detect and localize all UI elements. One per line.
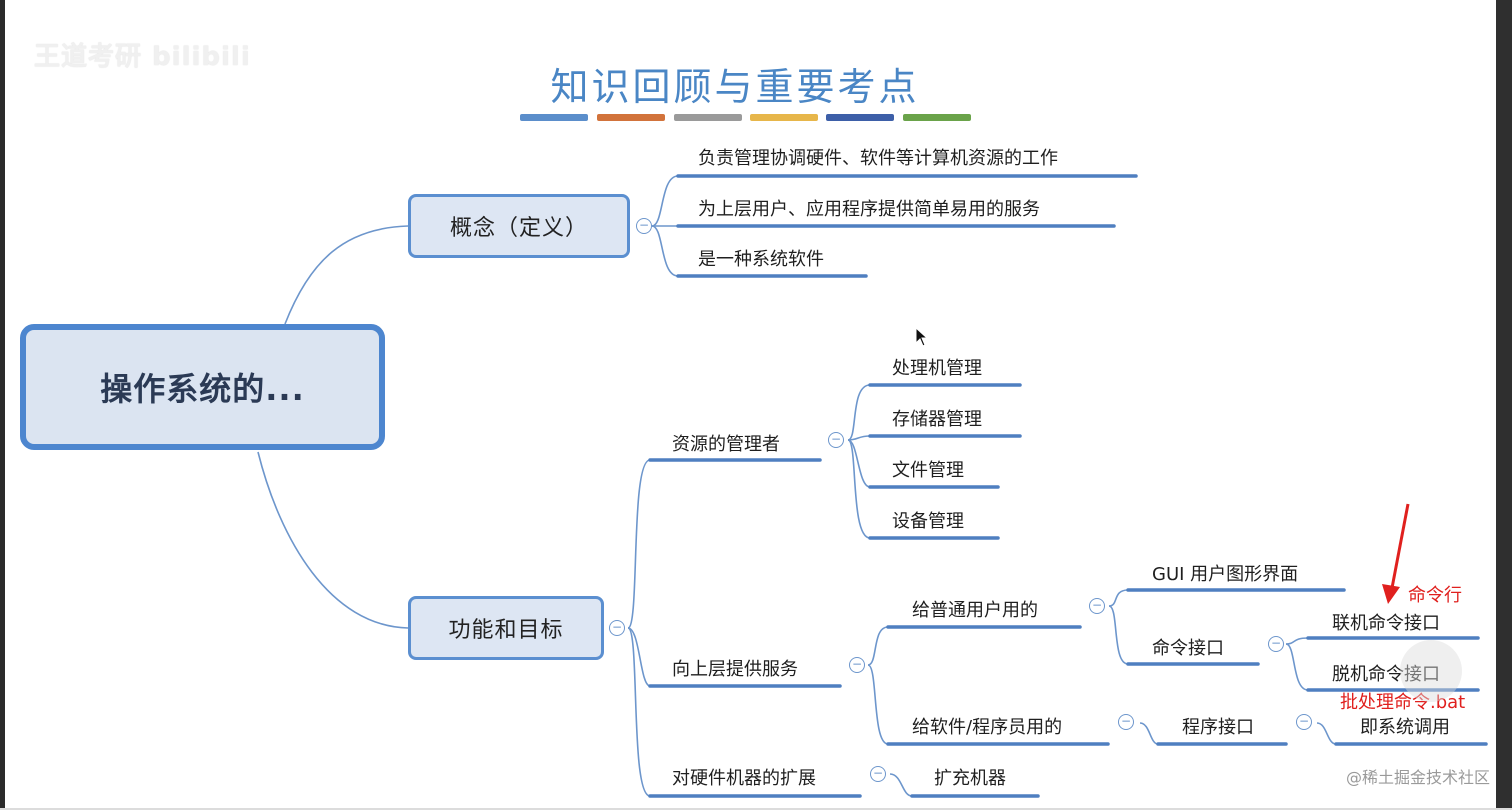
collapse-programmer-use-icon[interactable]: −: [1118, 714, 1134, 730]
functions-node[interactable]: 功能和目标: [408, 596, 604, 660]
annotation-arrow: [1382, 503, 1410, 604]
root-node[interactable]: 操作系统的...: [20, 324, 385, 450]
credit-watermark: @稀土掘金技术社区: [1345, 768, 1490, 787]
concept-item-1: 负责管理协调硬件、软件等计算机资源的工作: [698, 148, 1058, 169]
concept-item-2: 为上层用户、应用程序提供简单易用的服务: [698, 199, 1040, 220]
online-command-interface: 联机命令接口: [1332, 613, 1440, 634]
collapse-services-icon[interactable]: −: [849, 657, 865, 673]
concept-node[interactable]: 概念（定义）: [408, 194, 630, 258]
title-bar-2: [597, 114, 665, 121]
collapse-concept-icon[interactable]: −: [636, 218, 652, 234]
resource-manager-label: 资源的管理者: [672, 434, 780, 455]
collapse-user-use-icon[interactable]: −: [1089, 598, 1105, 614]
title-bar-6: [903, 114, 971, 121]
annotation-command-line: 命令行: [1408, 585, 1462, 606]
services-label: 向上层提供服务: [672, 659, 798, 680]
mouse-cursor-icon: [915, 327, 929, 347]
resource-item-processor: 处理机管理: [892, 358, 982, 379]
collapse-program-interface-icon[interactable]: −: [1296, 714, 1312, 730]
floating-badge: [1400, 640, 1462, 702]
programmer-use-label: 给软件/程序员用的: [912, 717, 1063, 738]
annotation-batch: 批处理命令.bat: [1340, 692, 1466, 713]
watermark-logo: 王道考研 bilibili: [34, 42, 251, 72]
window-frame-left: [0, 0, 5, 810]
offline-command-interface: 脱机命令接口: [1332, 664, 1440, 685]
gui-label: GUI 用户图形界面: [1152, 564, 1299, 585]
title-bar-5: [826, 114, 894, 121]
title-bar-4: [750, 114, 818, 121]
resource-item-memory: 存储器管理: [892, 409, 982, 430]
collapse-command-interface-icon[interactable]: −: [1268, 636, 1284, 652]
concept-item-3: 是一种系统软件: [698, 249, 824, 270]
window-frame-bottom: [0, 808, 1512, 810]
collapse-functions-icon[interactable]: −: [609, 620, 625, 636]
system-call-label: 即系统调用: [1360, 717, 1450, 738]
extension-label: 对硬件机器的扩展: [672, 768, 816, 789]
extension-item: 扩充机器: [934, 768, 1006, 789]
title-bar-1: [520, 114, 588, 121]
title-bar-3: [674, 114, 742, 121]
resource-item-device: 设备管理: [892, 511, 964, 532]
collapse-extension-icon[interactable]: −: [870, 766, 886, 782]
program-interface-label: 程序接口: [1182, 717, 1254, 738]
window-frame-right: [1496, 0, 1512, 810]
slide-title: 知识回顾与重要考点: [550, 65, 920, 109]
user-use-label: 给普通用户用的: [912, 600, 1038, 621]
command-interface-label: 命令接口: [1152, 638, 1224, 659]
resource-item-file: 文件管理: [892, 460, 964, 481]
collapse-resource-manager-icon[interactable]: −: [828, 432, 844, 448]
